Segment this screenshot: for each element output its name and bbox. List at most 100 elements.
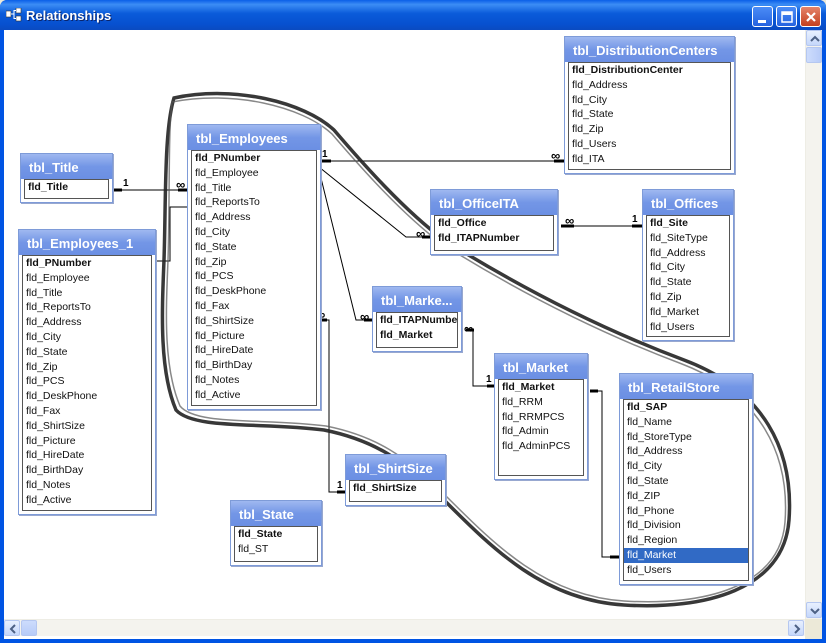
field-item[interactable]: fld_RRMPCS	[502, 410, 565, 423]
field-item[interactable]: fld_Name	[627, 415, 672, 428]
field-item[interactable]: fld_ReportsTo	[195, 196, 260, 209]
vertical-scroll-thumb[interactable]	[806, 47, 822, 63]
field-item[interactable]: fld_Zip	[650, 290, 682, 303]
scroll-left-button[interactable]	[4, 620, 20, 636]
maximize-button[interactable]	[776, 6, 797, 27]
table-header[interactable]: tbl_Employees_1	[19, 230, 155, 255]
field-list[interactable]: fld_State fld_ST	[234, 526, 318, 562]
field-item[interactable]: fld_State	[650, 276, 692, 289]
field-item[interactable]: fld_Title	[26, 286, 63, 299]
table-tbl-state[interactable]: tbl_State fld_State fld_ST	[230, 500, 322, 566]
field-item[interactable]: fld_Picture	[26, 434, 76, 447]
field-item[interactable]: fld_PNumber	[26, 257, 92, 269]
field-item[interactable]: fld_Division	[627, 519, 681, 532]
field-item[interactable]: fld_Market	[502, 381, 555, 393]
field-item[interactable]: fld_ST	[238, 542, 269, 555]
table-tbl-employees[interactable]: tbl_Employees fld_PNumber fld_Employee fld_…	[187, 124, 321, 410]
field-list[interactable]: fld_Title	[24, 179, 109, 199]
field-item[interactable]: fld_StoreType	[627, 430, 692, 443]
field-item[interactable]: fld_State	[572, 108, 614, 121]
field-item[interactable]: fld_State	[26, 345, 68, 358]
field-item[interactable]: fld_Market	[650, 305, 700, 318]
field-item[interactable]: fld_Users	[627, 563, 672, 576]
field-item[interactable]: fld_ShirtSize	[353, 482, 417, 494]
field-item[interactable]: fld_DistributionCenter	[572, 64, 683, 76]
vertical-scrollbar[interactable]	[805, 30, 822, 619]
field-item[interactable]: fld_Notes	[195, 373, 240, 386]
table-header[interactable]: tbl_Employees	[188, 125, 320, 150]
field-item[interactable]: fld_ReportsTo	[26, 301, 91, 314]
field-item[interactable]: fld_Users	[650, 320, 695, 333]
field-item[interactable]: fld_Market	[624, 547, 748, 563]
diagram-area[interactable]: 1 ∞ 1 ∞ ∞ ∞ 1 ∞ ∞ 1 ∞ 1 tbl_Titlefld_Tit…	[4, 30, 805, 619]
title-bar[interactable]: Relationships	[0, 0, 826, 30]
field-item[interactable]: fld_Region	[627, 534, 678, 547]
field-item[interactable]: fld_ITA	[572, 152, 605, 165]
field-item[interactable]: fld_BirthDay	[195, 359, 253, 372]
table-header[interactable]: tbl_RetailStore	[620, 374, 752, 399]
field-item[interactable]: fld_Fax	[26, 404, 61, 417]
field-item[interactable]: fld_City	[650, 261, 686, 274]
field-item[interactable]: fld_Zip	[195, 255, 227, 268]
field-item[interactable]: fld_AdminPCS	[502, 440, 571, 453]
field-item[interactable]: fld_Phone	[627, 504, 675, 517]
table-header[interactable]: tbl_State	[231, 501, 321, 526]
field-item[interactable]: fld_Zip	[26, 360, 58, 373]
table-header[interactable]: tbl_DistributionCenters	[565, 37, 734, 62]
field-list[interactable]: fld_PNumber fld_Employee fld_Title fld_Repo…	[22, 255, 152, 511]
field-item[interactable]: fld_Title	[28, 181, 69, 193]
field-item[interactable]: fld_DeskPhone	[195, 285, 267, 298]
field-item[interactable]: fld_Admin	[502, 425, 549, 438]
field-item[interactable]: fld_Users	[572, 137, 617, 150]
field-list[interactable]: fld_ShirtSize	[349, 480, 442, 502]
field-item[interactable]: fld_City	[195, 225, 231, 238]
field-item[interactable]: fld_Picture	[195, 329, 245, 342]
table-tbl-marketita[interactable]: tbl_Marke... fld_ITAPNumber fld_Market	[372, 286, 462, 352]
field-item[interactable]: fld_City	[26, 330, 62, 343]
field-item[interactable]: fld_ITAPNumber	[380, 314, 458, 326]
field-item[interactable]: fld_SiteType	[650, 231, 708, 244]
scroll-right-button[interactable]	[788, 620, 804, 636]
table-tbl-shirtsize[interactable]: tbl_ShirtSize fld_ShirtSize	[345, 454, 446, 506]
field-item[interactable]: fld_HireDate	[26, 449, 85, 462]
field-item[interactable]: fld_Market	[380, 328, 433, 341]
field-item[interactable]: fld_BirthDay	[26, 464, 84, 477]
field-item[interactable]: fld_Address	[26, 316, 82, 329]
field-item[interactable]: fld_State	[195, 240, 237, 253]
field-item[interactable]: fld_PNumber	[195, 152, 261, 164]
horizontal-scroll-thumb[interactable]	[21, 620, 37, 636]
scroll-down-button[interactable]	[806, 602, 822, 618]
field-item[interactable]: fld_Title	[195, 181, 232, 194]
scroll-up-button[interactable]	[806, 30, 822, 46]
field-item[interactable]: fld_Fax	[195, 299, 230, 312]
field-item[interactable]: fld_Employee	[195, 166, 259, 179]
field-item[interactable]: fld_Notes	[26, 478, 71, 491]
table-header[interactable]: tbl_ShirtSize	[346, 455, 445, 480]
field-item[interactable]: fld_Address	[195, 211, 251, 224]
field-item[interactable]: fld_Address	[650, 246, 706, 259]
field-item[interactable]: fld_Active	[26, 493, 72, 506]
field-item[interactable]: fld_State	[238, 528, 283, 540]
field-item[interactable]: fld_HireDate	[195, 344, 254, 357]
field-item[interactable]: fld_ShirtSize	[195, 314, 254, 327]
table-header[interactable]: tbl_Market	[495, 354, 587, 379]
field-list[interactable]: fld_ITAPNumber fld_Market	[376, 312, 458, 348]
field-item[interactable]: fld_PCS	[26, 375, 65, 388]
field-item[interactable]: fld_Zip	[572, 123, 604, 136]
field-item[interactable]: fld_Address	[572, 78, 628, 91]
field-item[interactable]: fld_ZIP	[627, 489, 661, 502]
field-item[interactable]: fld_ShirtSize	[26, 419, 85, 432]
field-item[interactable]: fld_Active	[195, 388, 241, 401]
field-item[interactable]: fld_Employee	[26, 271, 90, 284]
table-header[interactable]: tbl_Offices	[643, 190, 733, 215]
table-header[interactable]: tbl_Marke...	[373, 287, 461, 312]
